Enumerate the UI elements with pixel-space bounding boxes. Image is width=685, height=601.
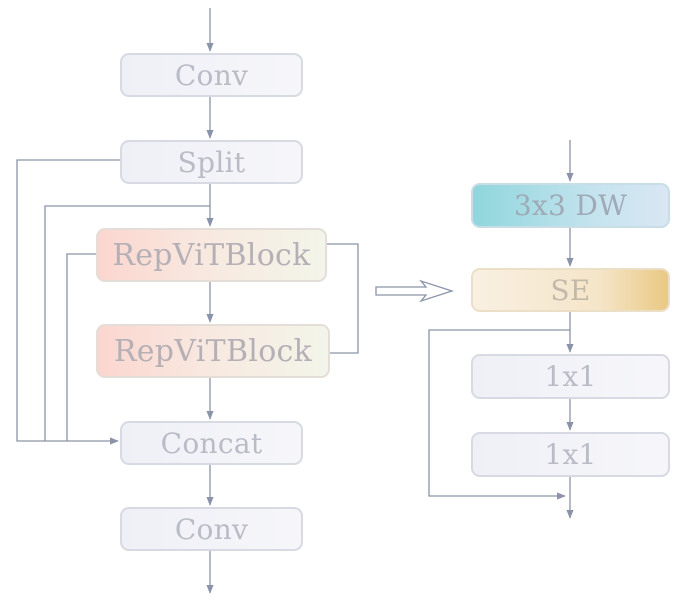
repvit-block-2-label: RepViTBlock [113, 333, 313, 369]
conv-bottom-node: Conv [120, 507, 303, 551]
skip-split-to-concat [16, 159, 120, 445]
se-label: SE [550, 273, 591, 307]
concat-label: Concat [160, 426, 263, 460]
dw-conv-label: 3x3 DW [513, 189, 628, 222]
split-label: Split [177, 145, 246, 179]
conv-top-node: Conv [120, 53, 303, 97]
pointwise-2-label: 1x1 [544, 438, 597, 471]
repvit-block-1-node: RepViTBlock [96, 228, 327, 282]
se-node: SE [471, 268, 670, 312]
pointwise-2-node: 1x1 [471, 432, 670, 477]
concat-node: Concat [120, 421, 303, 465]
dw-conv-node: 3x3 DW [471, 183, 670, 228]
detail-bracket [327, 243, 359, 354]
skip-split-branch-to-concat [44, 205, 210, 441]
skip-block1-to-concat [66, 253, 96, 441]
residual-skip [428, 329, 570, 500]
pointwise-1-node: 1x1 [471, 354, 670, 399]
conv-top-label: Conv [174, 58, 249, 92]
repvit-block-1-label: RepViTBlock [112, 237, 311, 273]
conv-bottom-label: Conv [174, 512, 249, 546]
repvit-block-2-node: RepViTBlock [96, 324, 330, 378]
pointwise-1-label: 1x1 [544, 360, 597, 393]
expand-arrow-icon [375, 279, 455, 303]
split-node: Split [120, 140, 303, 184]
